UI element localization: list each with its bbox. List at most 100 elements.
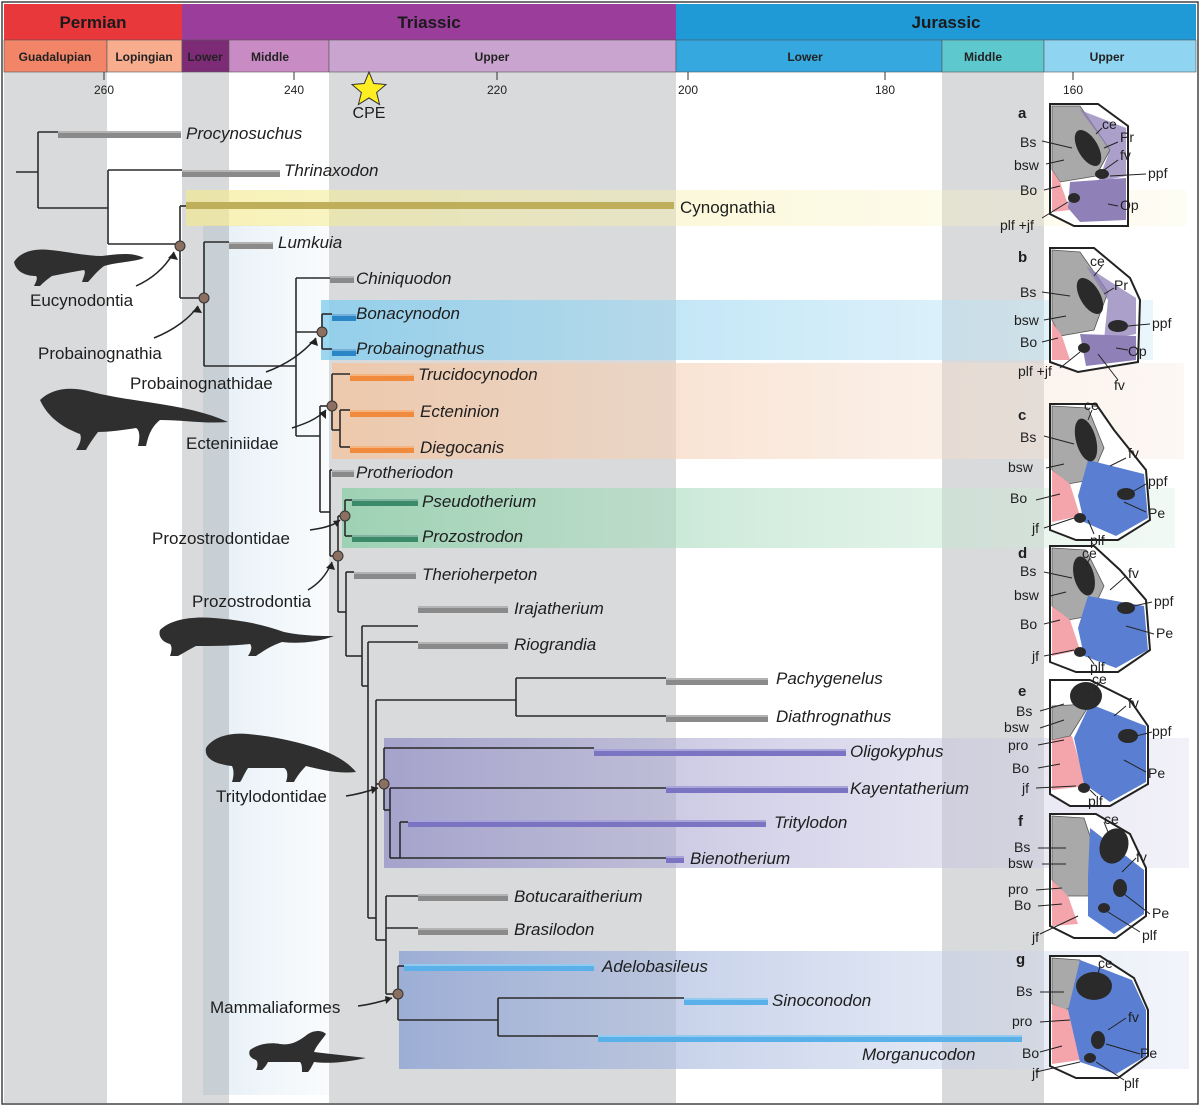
- panel-letter-c: c: [1018, 407, 1026, 424]
- skull-label: ppf: [1152, 315, 1172, 331]
- skull-label: Bo: [1020, 334, 1037, 350]
- range-bar-adelobasileus: [404, 964, 594, 971]
- skull-label: fv: [1114, 377, 1125, 393]
- range-bar-riograndia: [418, 642, 508, 649]
- range-bar-therioherpeton: [354, 572, 416, 579]
- range-bar-highlight: [330, 276, 354, 278]
- range-bar-brasilodon: [418, 928, 508, 935]
- clade-mammaliaformes: Mammaliaformes: [210, 998, 340, 1017]
- skull-label: plf +jf: [1000, 217, 1034, 233]
- range-bar-highlight: [352, 535, 418, 537]
- skull-label: fv: [1120, 147, 1131, 163]
- skull-leader-lines: [1035, 127, 1155, 1081]
- tick-label: 200: [678, 83, 698, 97]
- skull-label: Pe: [1148, 505, 1165, 521]
- skull-label: Bs: [1020, 563, 1036, 579]
- epoch-triassic-lower: [181, 39, 230, 73]
- panel-letter-e: e: [1018, 683, 1026, 700]
- range-bar-pseudotherium: [352, 499, 418, 506]
- skull-label: Pe: [1152, 905, 1169, 921]
- taxon-diegocanis: Diegocanis: [420, 438, 505, 457]
- taxon-bonacynodon: Bonacynodon: [356, 304, 460, 323]
- range-bar-highlight: [229, 242, 273, 244]
- taxon-botucaraitherium: Botucaraitherium: [514, 887, 643, 906]
- skull-label: Bs: [1020, 284, 1036, 300]
- range-bar-highlight: [666, 856, 684, 858]
- clade-ecteniniidae: Ecteniniidae: [186, 434, 279, 453]
- taxon-pseudotherium: Pseudotherium: [422, 492, 536, 511]
- period-label-jurassic: Jurassic: [912, 13, 981, 32]
- skull-label: ppf: [1154, 593, 1174, 609]
- skull-label: pro: [1012, 1013, 1032, 1029]
- taxon-bienotherium: Bienotherium: [690, 849, 790, 868]
- range-bar-pachygenelus: [666, 678, 768, 685]
- skull-label: plf: [1090, 659, 1105, 675]
- tree-nodes: [174, 240, 404, 1000]
- range-bar-highlight: [666, 715, 768, 717]
- period-jurassic: [676, 4, 1196, 40]
- skull-label: plf: [1142, 927, 1157, 943]
- tick-label: 260: [94, 83, 114, 97]
- skull-panel-g: [1049, 955, 1149, 1079]
- range-bar-highlight: [684, 998, 768, 1000]
- taxon-chiniquodon: Chiniquodon: [356, 269, 451, 288]
- range-bar-diegocanis: [350, 446, 414, 453]
- skull-label: pro: [1008, 881, 1028, 897]
- skull-label: plf +jf: [1018, 363, 1052, 379]
- skull-label: Bs: [1020, 134, 1036, 150]
- panel-letter-b: b: [1018, 249, 1027, 266]
- clade-prozostrodontidae: Prozostrodontidae: [152, 529, 290, 548]
- probainognathian-silhouette: [40, 388, 228, 450]
- range-bar-highlight: [350, 410, 414, 412]
- period-permian: [4, 4, 182, 40]
- skull-label: bsw: [1004, 719, 1030, 735]
- skull-label: jf: [1031, 929, 1039, 945]
- clade-probainognathidae: Probainognathidae: [130, 374, 273, 393]
- skull-label: fv: [1128, 1009, 1139, 1025]
- skull-label: ce: [1092, 671, 1107, 687]
- taxon-morganucodon: Morganucodon: [862, 1045, 975, 1064]
- skull-label: jf: [1031, 648, 1039, 664]
- skull-label: ce: [1084, 397, 1099, 413]
- taxon-sinoconodon: Sinoconodon: [772, 991, 871, 1010]
- skull-label: Bo: [1022, 1045, 1039, 1061]
- range-bar-highlight: [594, 749, 846, 751]
- skull-label: ce: [1098, 955, 1113, 971]
- range-bar-oligokyphus: [594, 749, 846, 756]
- skull-panel-f: [1049, 813, 1147, 939]
- skull-label: Bo: [1014, 897, 1031, 913]
- skull-label: Bs: [1016, 983, 1032, 999]
- skull-label: bsw: [1008, 459, 1034, 475]
- skull-panel-labels: a ce Pr Bs bsw fv ppf Bo Op plf +jf b ce…: [1000, 105, 1174, 1091]
- epoch-header: Guadalupian Lopingian Lower Middle Upper…: [3, 39, 1197, 73]
- taxon-prozostrodon: Prozostrodon: [422, 527, 523, 546]
- period-label-permian: Permian: [59, 13, 126, 32]
- tick-label: 240: [284, 83, 304, 97]
- skull-label: Bs: [1020, 429, 1036, 445]
- taxon-riograndia: Riograndia: [514, 635, 596, 654]
- skull-panel-b: [1049, 247, 1142, 374]
- taxon-therioherpeton: Therioherpeton: [422, 565, 537, 584]
- skull-label: plf: [1124, 1075, 1139, 1091]
- period-triassic: [182, 4, 676, 40]
- range-bar-highlight: [350, 374, 414, 376]
- tick-label: 180: [875, 83, 895, 97]
- skull-label: Pr: [1120, 129, 1134, 145]
- epoch-guadalupian: [3, 39, 108, 73]
- epoch-label-triassic-upper: Upper: [475, 50, 510, 64]
- range-bar-highlight: [354, 572, 416, 574]
- clade-probainognathia: Probainognathia: [38, 344, 162, 363]
- skull-label: Pe: [1140, 1045, 1157, 1061]
- skull-label: fv: [1128, 565, 1139, 581]
- taxon-diathrognathus: Diathrognathus: [776, 707, 892, 726]
- star-icon: [350, 70, 388, 106]
- clade-labels: Eucynodontia Probainognathia Probainogna…: [30, 291, 340, 1017]
- range-bars: [58, 131, 1022, 1042]
- cynognathia-label: Cynognathia: [680, 198, 776, 217]
- epoch-jurassic-middle: [941, 39, 1045, 73]
- skull-panel-e: [1049, 679, 1149, 807]
- skull-panel-a: [1049, 103, 1129, 227]
- taxon-tritylodon: Tritylodon: [774, 813, 847, 832]
- range-bar-highlight: [58, 131, 181, 133]
